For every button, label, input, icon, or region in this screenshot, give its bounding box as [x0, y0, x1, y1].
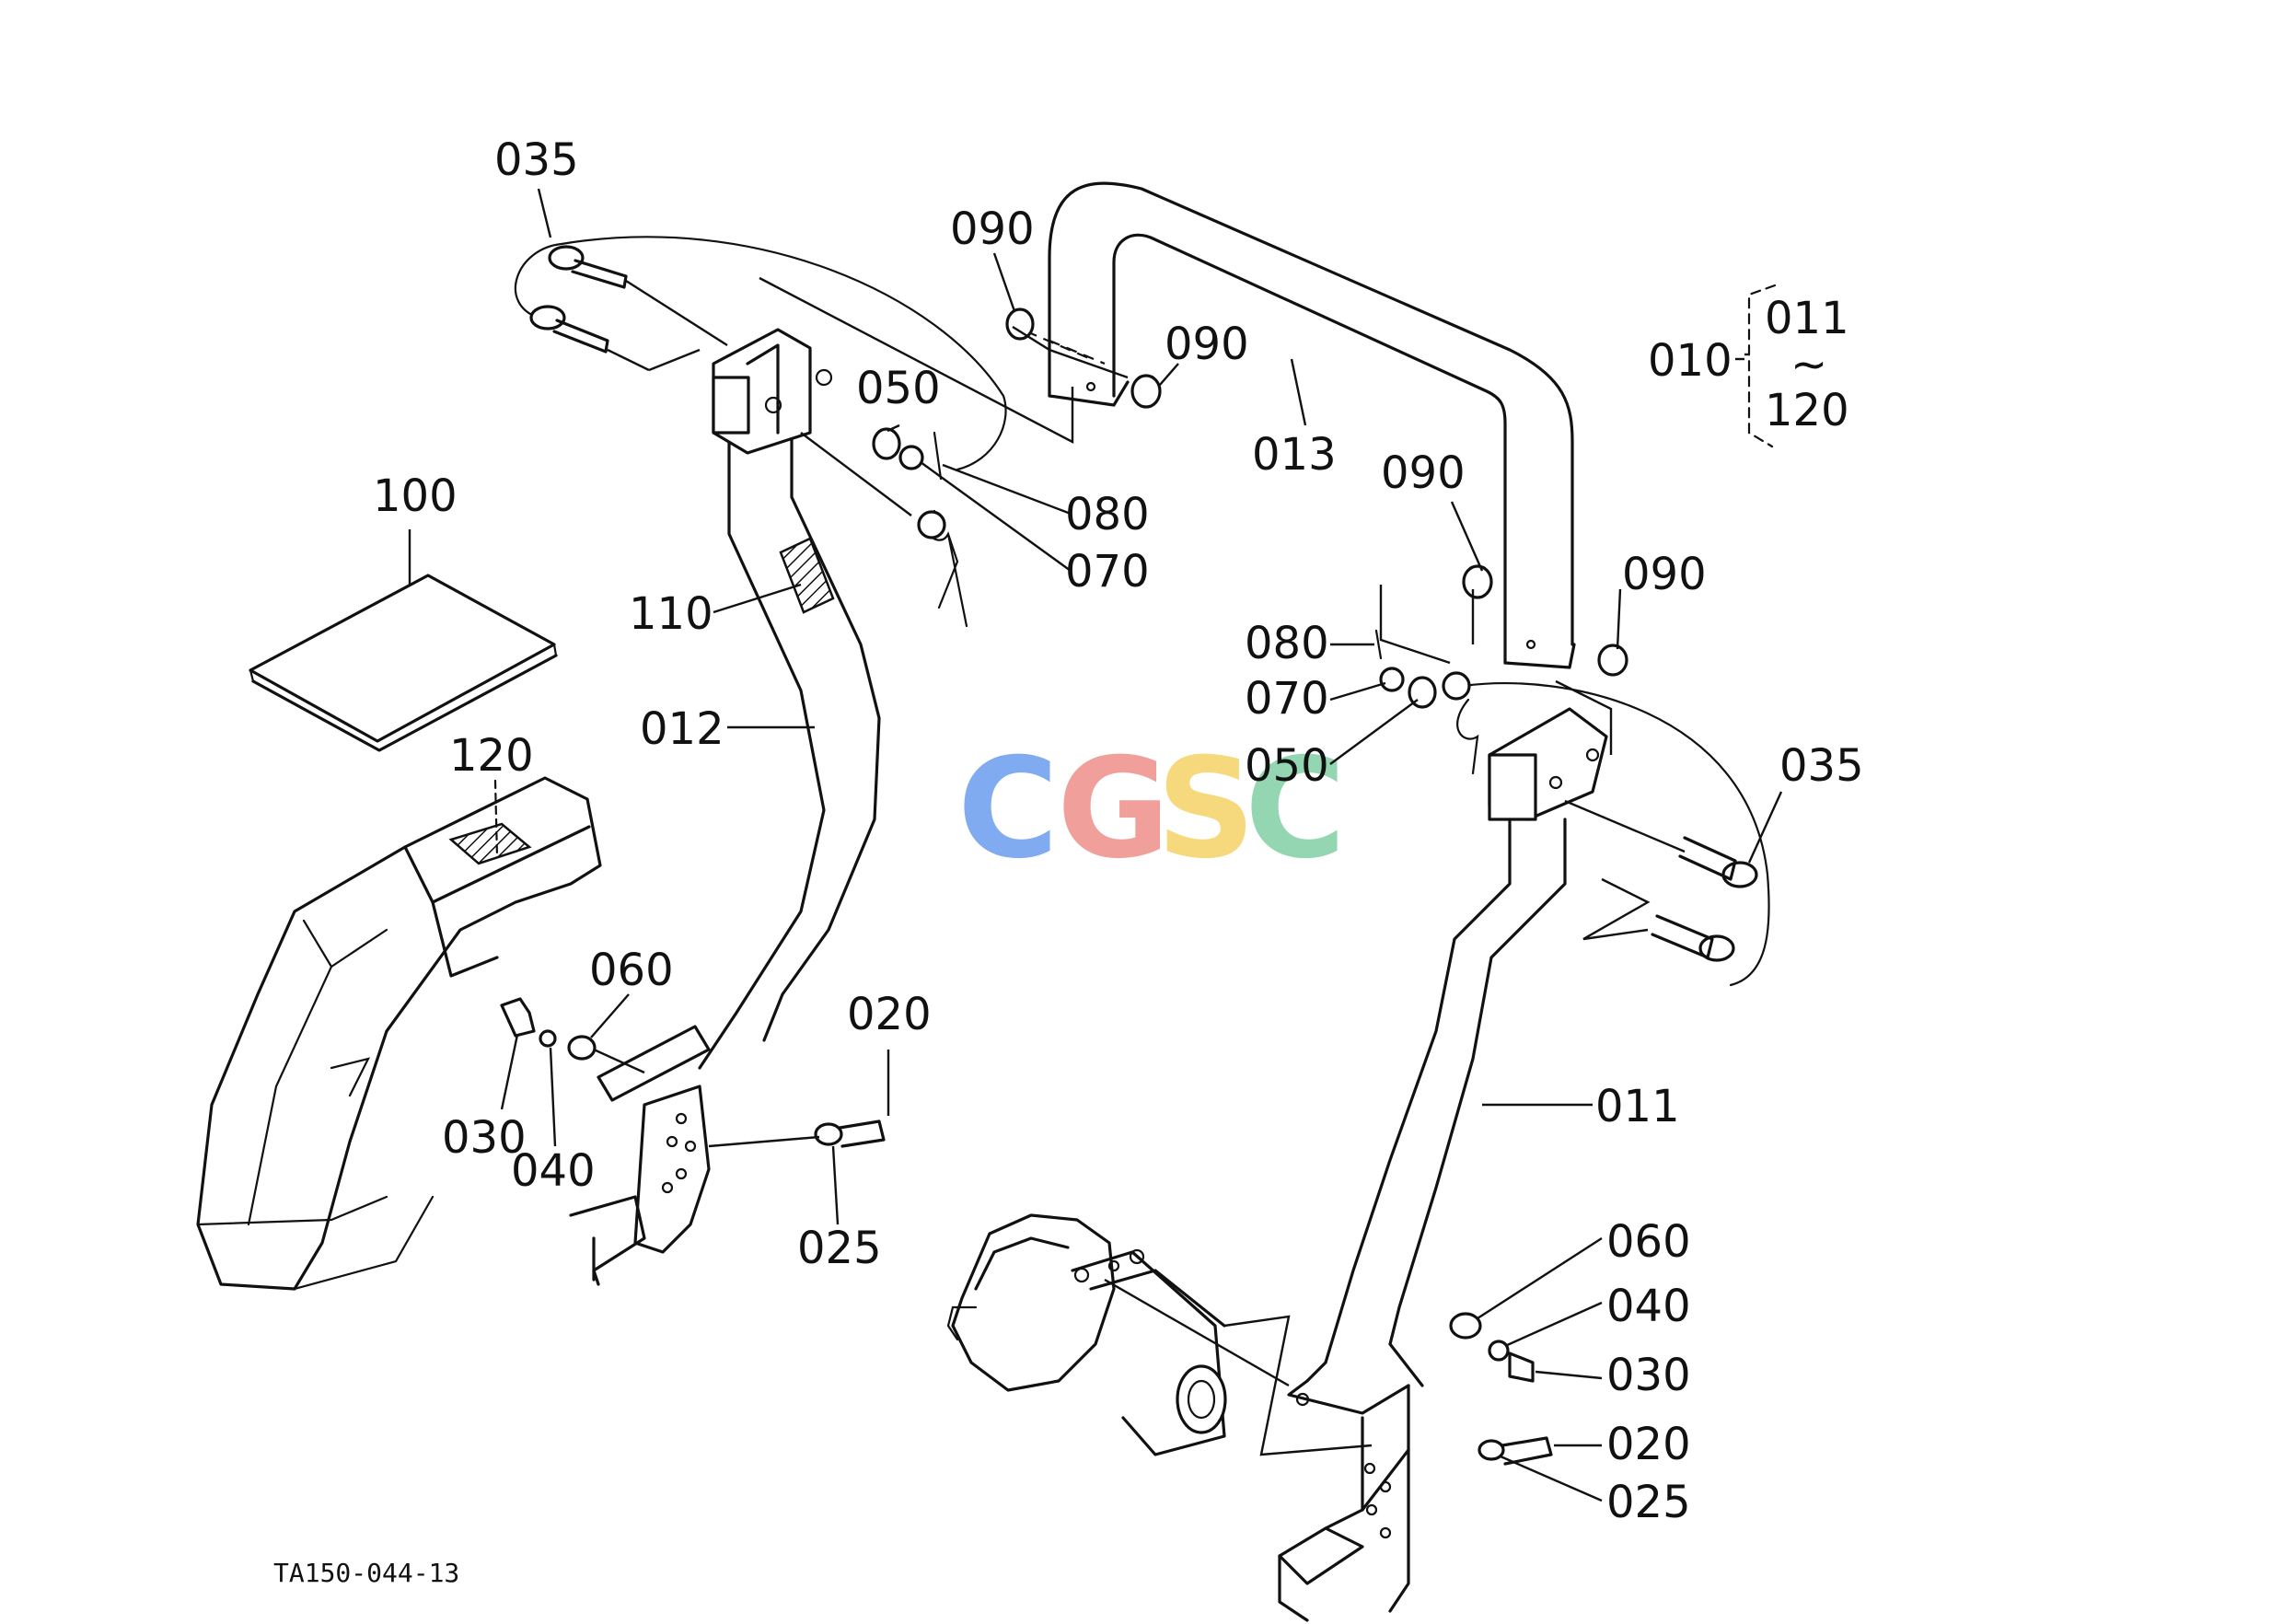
label-090-b: 090 [1165, 319, 1249, 370]
label-120-range-bottom: 120 [1765, 385, 1849, 436]
label-012: 012 [640, 703, 724, 755]
watermark-letter-3: S [1156, 729, 1256, 889]
label-040-left: 040 [511, 1145, 596, 1197]
label-020-right: 020 [1606, 1419, 1691, 1470]
label-011: 011 [1595, 1081, 1680, 1132]
label-090-a: 090 [950, 203, 1035, 255]
label-050-right: 050 [1245, 740, 1329, 792]
watermark-letter-2: G [1057, 729, 1170, 889]
drawing-code: TA150-044-13 [273, 1558, 459, 1588]
transmission-housing [946, 1213, 1373, 1456]
part-100-manual [249, 574, 558, 752]
watermark: C G S C [957, 729, 1346, 889]
leader-lines [408, 188, 1783, 1502]
range-tilde: ~ [1790, 339, 1827, 390]
label-050-left: 050 [856, 363, 941, 414]
label-070-right: 070 [1245, 673, 1329, 725]
label-011-range-top: 011 [1765, 293, 1849, 344]
assembly-bracket-010 [1735, 284, 1777, 448]
watermark-letter-1: C [957, 729, 1059, 889]
right-pin-assembly [1379, 585, 1770, 987]
part-labels: 035 090 090 011 010 ~ 120 050 013 090 10… [273, 134, 1864, 1588]
label-070-left: 070 [1065, 546, 1150, 597]
washers-090 [1005, 307, 1628, 677]
label-035-left: 035 [494, 134, 579, 186]
part-011-right-post [1278, 707, 1608, 1622]
label-030-right: 030 [1606, 1350, 1691, 1401]
left-pin-assembly [514, 236, 1074, 516]
label-040-right: 040 [1606, 1281, 1691, 1332]
part-012-left-post [569, 328, 881, 1286]
label-080-right: 080 [1245, 618, 1329, 669]
watermark-letter-4: C [1245, 729, 1346, 889]
label-100: 100 [373, 470, 458, 522]
left-bracket-fasteners [500, 997, 886, 1148]
label-120: 120 [449, 730, 534, 782]
label-060-right: 060 [1606, 1216, 1691, 1268]
label-110: 110 [629, 588, 713, 640]
left-fasteners [872, 427, 968, 628]
label-035-right: 035 [1779, 740, 1864, 792]
label-025-right: 025 [1606, 1477, 1691, 1528]
label-010: 010 [1648, 335, 1733, 387]
label-030-left: 030 [442, 1112, 527, 1164]
label-090-d: 090 [1622, 549, 1707, 600]
label-090-c: 090 [1381, 447, 1466, 499]
label-020-left: 020 [847, 989, 932, 1040]
label-013: 013 [1252, 429, 1337, 481]
label-080-left: 080 [1065, 489, 1150, 540]
label-060-left: 060 [589, 945, 674, 996]
part-013-upper-bar [1026, 181, 1576, 669]
label-025-left: 025 [797, 1223, 882, 1274]
rear-fender [196, 776, 602, 1291]
